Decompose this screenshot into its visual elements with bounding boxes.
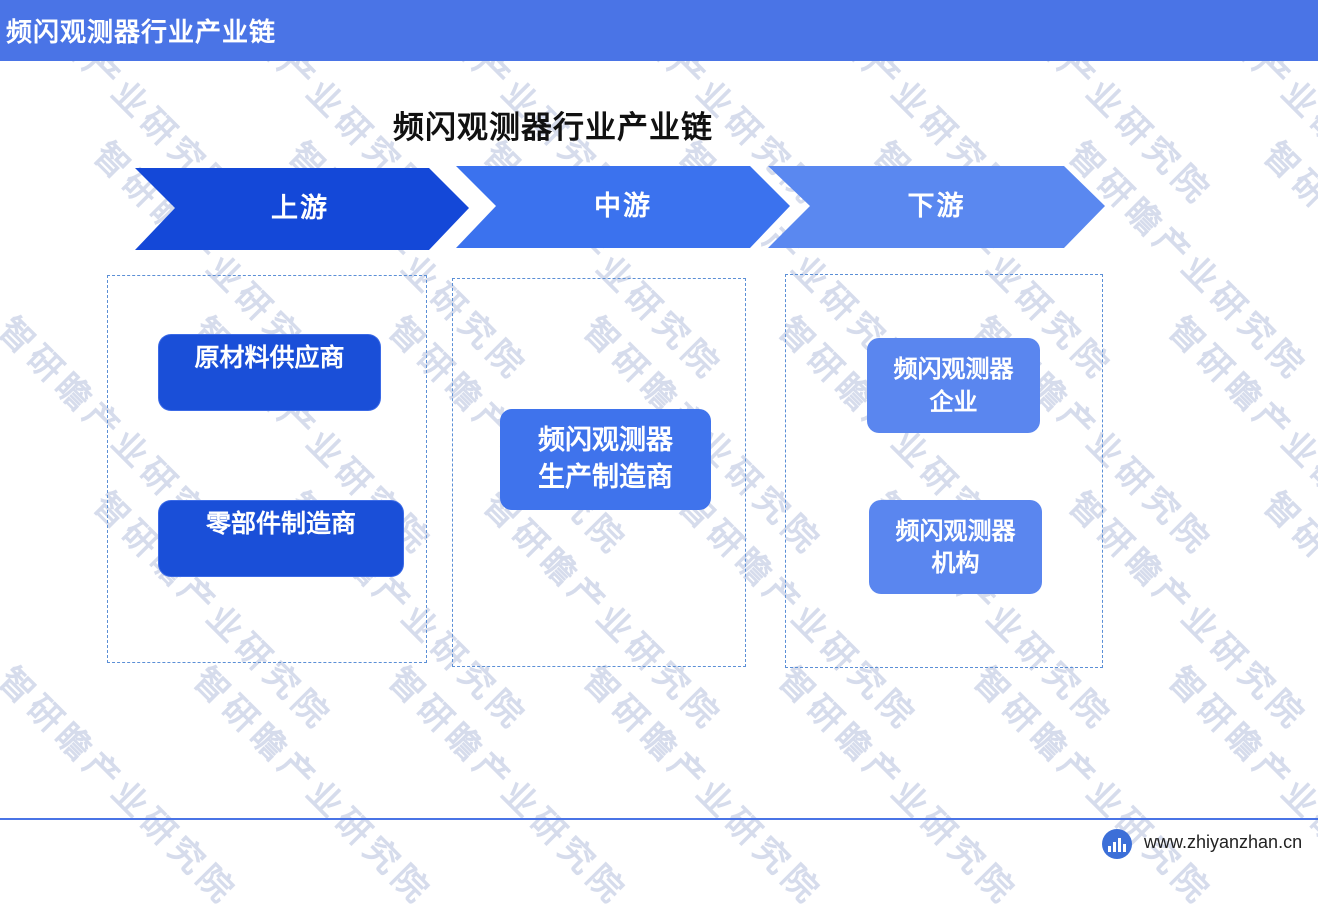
watermark-text: 智研瞻产业研究院	[1255, 134, 1318, 390]
watermark-text: 智研瞻产业研究院	[770, 659, 1025, 915]
stage-label-upstream: 上游	[271, 193, 329, 224]
chevron-shape	[768, 166, 1105, 248]
node-component-manufacturer: 零部件制造商	[159, 501, 403, 576]
stage-label-downstream: 下游	[907, 191, 966, 222]
stage-arrow-downstream: 下游	[768, 166, 1105, 250]
watermark-text: 智研瞻产业研究院	[575, 659, 830, 915]
footer-divider	[0, 818, 1318, 820]
node-raw-material-supplier: 原材料供应商	[159, 335, 380, 410]
watermark-text: 智研瞻产业研究院	[1160, 659, 1318, 915]
node-label: 原材料供应商	[194, 343, 345, 372]
node-label-line1: 频闪观测器	[538, 425, 673, 457]
downstream-panel	[785, 274, 1103, 668]
node-label-line2: 企业	[929, 386, 978, 416]
header-bar: 频闪观测器行业产业链	[0, 0, 1318, 61]
node-stroboscope-institution: 频闪观测器 机构	[869, 500, 1042, 594]
chevron-shape	[135, 168, 469, 250]
node-stroboscope-enterprise: 频闪观测器 企业	[867, 338, 1040, 433]
node-label: 零部件制造商	[205, 509, 356, 538]
midstream-panel	[452, 278, 746, 667]
logo-icon	[1102, 829, 1132, 859]
node-label-line1: 频闪观测器	[895, 515, 1016, 545]
node-label-line1: 频闪观测器	[893, 354, 1014, 384]
watermark-text: 智研瞻产业研究院	[0, 659, 245, 915]
node-label-line2: 机构	[931, 548, 980, 577]
stage-arrow-upstream: 上游	[135, 166, 469, 250]
footer-url-link[interactable]: www.zhiyanzhan.cn	[1144, 832, 1303, 852]
header-title: 频闪观测器行业产业链	[6, 18, 277, 48]
chevron-shape	[456, 166, 790, 248]
watermark-text: 智研瞻产业研究院	[185, 659, 440, 915]
node-stroboscope-manufacturer: 频闪观测器 生产制造商	[500, 409, 711, 510]
stage-label-midstream: 中游	[594, 191, 652, 222]
watermark-text: 智研瞻产业研究院	[965, 659, 1220, 915]
node-label-line2: 生产制造商	[538, 461, 673, 493]
upstream-panel	[107, 275, 427, 663]
watermark-text: 智研瞻产业研究院	[380, 659, 635, 915]
stage-arrow-midstream: 中游	[456, 166, 790, 250]
watermark-text: 智研瞻产业研究院	[1255, 484, 1318, 740]
watermark-text: 智研瞻产业研究院	[1160, 309, 1318, 565]
diagram-title: 频闪观测器行业产业链	[393, 110, 713, 146]
